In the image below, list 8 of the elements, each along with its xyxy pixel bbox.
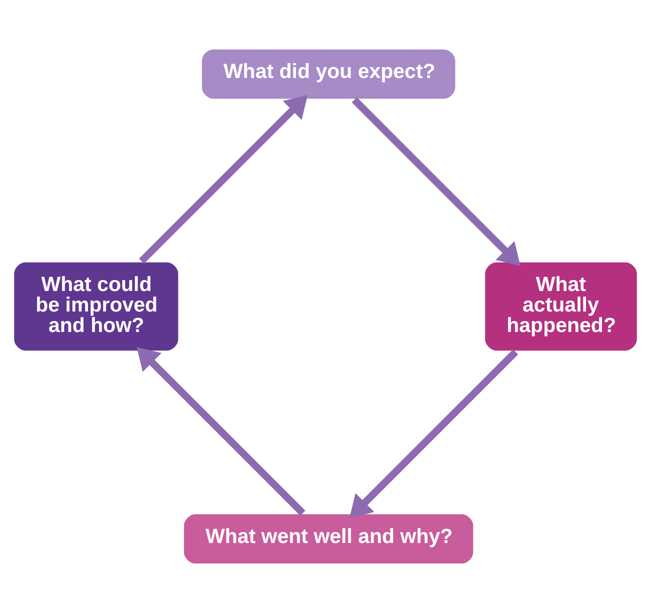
arrow — [351, 96, 520, 266]
arrow — [349, 348, 518, 518]
arrow — [136, 346, 305, 516]
arrow — [138, 94, 308, 264]
node-box: What did you expect? — [199, 46, 457, 100]
node-box: What actually happened? — [482, 260, 638, 352]
node-box: What could be improved and how? — [12, 260, 180, 352]
node-box: What went well and why? — [181, 512, 475, 566]
